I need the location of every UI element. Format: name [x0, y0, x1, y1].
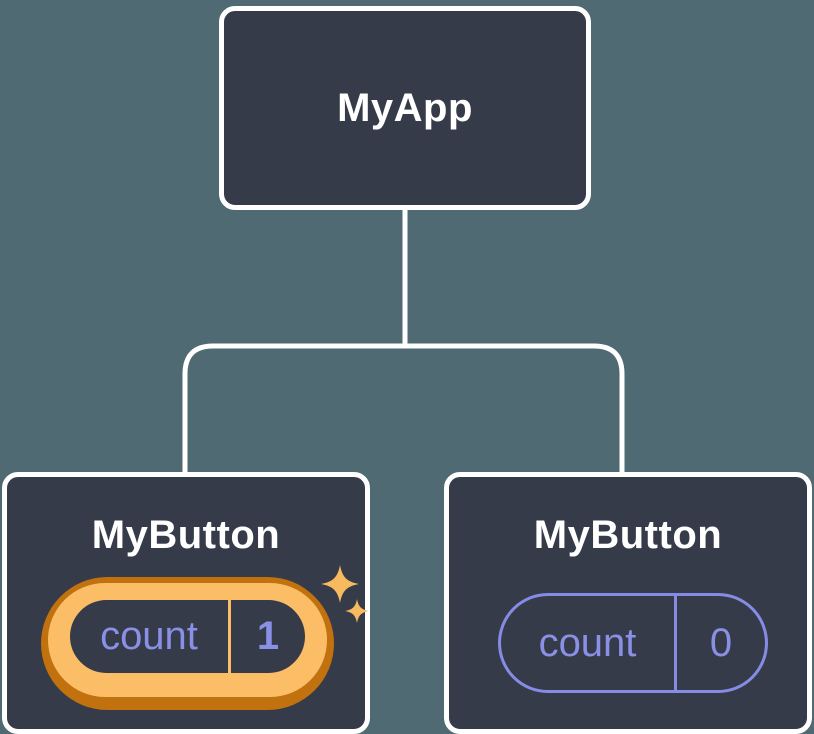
state-pill-highlighted: count 1	[41, 577, 334, 710]
child-node-mybutton-2: MyButton count 0	[444, 472, 812, 734]
state-key-label: count	[100, 614, 198, 658]
state-pill-divider	[228, 600, 231, 673]
state-pill-body: count 1	[70, 600, 305, 673]
state-key-label: count	[538, 620, 637, 665]
state-value: 0	[709, 620, 733, 665]
state-pill: count 0	[498, 593, 768, 693]
root-node-myapp: MyApp	[219, 6, 591, 210]
sparkle-icon	[321, 565, 359, 603]
root-node-label: MyApp	[337, 85, 473, 130]
child-node-label: MyButton	[91, 513, 281, 557]
sparkle-icon	[345, 599, 369, 623]
state-value: 1	[256, 614, 280, 658]
child-node-label: MyButton	[533, 513, 723, 557]
state-pill-divider	[674, 596, 677, 690]
child-node-mybutton-1: MyButton count 1	[2, 472, 370, 734]
state-pill-highlight-ring: count 1	[48, 583, 327, 697]
